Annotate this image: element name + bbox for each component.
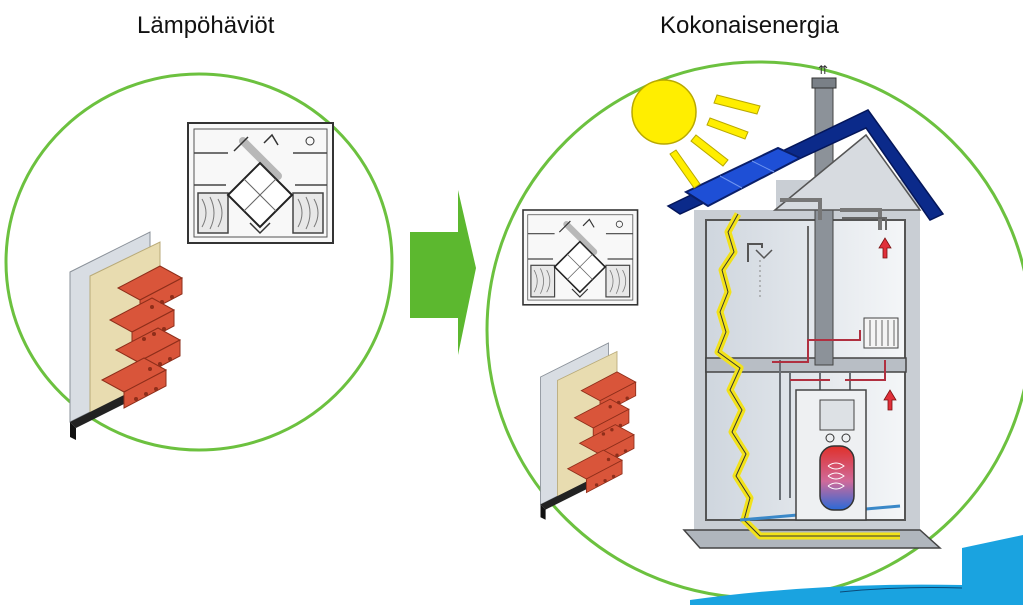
heat-losses-title: Lämpöhäviöt: [137, 12, 275, 39]
heat-recovery-unit-icon: [188, 123, 333, 243]
radiator-icon: [863, 317, 899, 349]
insulated-brick-wall-icon: [69, 231, 183, 441]
corner-accent: [690, 535, 1023, 605]
svg-text:⇈: ⇈: [818, 63, 828, 77]
insulated-brick-wall-icon-right: [540, 342, 637, 521]
left-circle: [4, 72, 394, 452]
house-cross-section-icon: ⇈: [666, 63, 945, 549]
heat-recovery-unit-icon-right: [523, 210, 638, 305]
hot-water-tank-icon: [819, 445, 855, 511]
sun-icon: [631, 79, 761, 189]
total-energy-title: Kokonaisenergia: [660, 12, 839, 39]
solar-panel-icon: [683, 146, 803, 208]
transition-arrow: [410, 190, 476, 355]
